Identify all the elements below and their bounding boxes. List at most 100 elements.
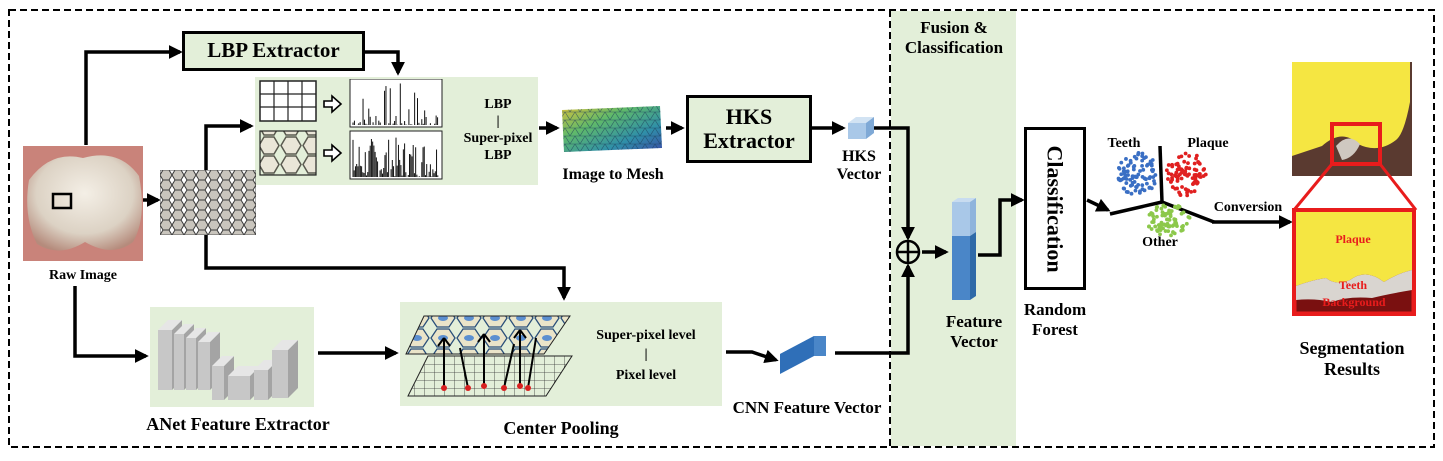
- scatter-point: [1142, 176, 1147, 181]
- scatter-point: [1136, 150, 1141, 155]
- scatter-point: [1178, 193, 1183, 198]
- anet-layer-block: [212, 366, 224, 400]
- scatter-point: [1175, 186, 1179, 191]
- scatter-point: [1183, 169, 1188, 174]
- scatter-point: [1189, 190, 1194, 194]
- scatter-point: [1121, 166, 1126, 171]
- scatter-point: [1133, 188, 1138, 193]
- mesh-image: [562, 106, 662, 152]
- hks-vector-cube: [848, 117, 874, 139]
- scatter-point: [1187, 172, 1191, 177]
- scatter-point: [1203, 172, 1208, 177]
- scatter-point: [1174, 170, 1179, 175]
- center-pooling-label: Center Pooling: [503, 418, 619, 438]
- anet-layer-block: [158, 330, 172, 390]
- scatter-point: [1141, 167, 1146, 172]
- scatter-point: [1140, 163, 1144, 168]
- scatter-point: [1179, 154, 1184, 159]
- scatter-point: [1165, 217, 1169, 222]
- scatter-point: [1151, 217, 1156, 222]
- scatter-point: [1132, 180, 1137, 184]
- scatter-point: [1124, 189, 1129, 194]
- scatter-point: [1152, 179, 1156, 183]
- superpixel-label: Super-pixel: [463, 131, 533, 146]
- scatter-point: [1116, 165, 1121, 170]
- scatter-point: [1126, 163, 1131, 168]
- lbp-panel-contents: [259, 79, 443, 180]
- scatter-point: [1195, 180, 1200, 185]
- scatter-point: [1158, 232, 1162, 237]
- scatter-point: [1166, 177, 1170, 181]
- superpixel-image: [160, 170, 256, 235]
- scatter-point: [1144, 181, 1149, 186]
- scatter-point: [1192, 161, 1197, 166]
- image-to-mesh-label: Image to Mesh: [562, 166, 664, 183]
- scatter-point: [1150, 211, 1155, 216]
- scatter-point: [1131, 167, 1136, 172]
- scatter-point: [1164, 168, 1169, 173]
- scatter-point: [1173, 204, 1177, 209]
- scatter-point: [1125, 169, 1130, 174]
- anet-layer-side: [288, 340, 298, 398]
- scatter-point: [1165, 211, 1169, 216]
- scatter-point: [1153, 224, 1158, 229]
- anet-layer-top: [228, 366, 260, 376]
- scatter-point: [1197, 172, 1202, 176]
- scatter-point: [1124, 157, 1128, 161]
- segmentation-zoom-image: [1292, 208, 1416, 316]
- lbp-extractor-box: LBP Extractor: [182, 31, 365, 71]
- scatter-point: [1140, 183, 1145, 188]
- scatter-point: [1163, 229, 1168, 233]
- hks-extractor-box: HKS Extractor: [686, 95, 812, 163]
- pooling-pixel-label: Pixel level: [615, 368, 677, 383]
- scatter-point: [1181, 210, 1186, 215]
- scatter-point: [1151, 168, 1156, 172]
- scatter-point: [1166, 229, 1171, 234]
- lbp-separator: |: [496, 114, 500, 129]
- scatter-point: [1185, 193, 1190, 198]
- scatter-point: [1184, 221, 1189, 226]
- scatter-point: [1170, 164, 1175, 169]
- scatter-point: [1157, 226, 1162, 230]
- scatter-point: [1128, 177, 1133, 182]
- scatter-point: [1191, 181, 1196, 186]
- plaque-class-label: Plaque: [1187, 136, 1229, 151]
- scatter-point: [1182, 159, 1187, 164]
- scatter-point: [1192, 173, 1197, 177]
- scatter-point: [1147, 185, 1152, 190]
- cnn-vector-bar: [780, 336, 826, 374]
- scatter-point: [1154, 205, 1159, 210]
- segmentation-results-label: Segmentation Results: [1299, 338, 1405, 379]
- anet-layer-top: [272, 340, 298, 350]
- class-scatter: [1109, 145, 1215, 238]
- scatter-point: [1170, 185, 1175, 189]
- scatter-point: [1129, 191, 1134, 196]
- other-class-label: Other: [1142, 235, 1178, 250]
- fusion-title: Fusion & Classification: [904, 18, 1004, 57]
- scatter-point: [1122, 186, 1127, 191]
- superpixel-lbp-label: LBP: [484, 148, 512, 163]
- scatter-point: [1126, 173, 1130, 177]
- feature-vector-bar: [952, 198, 976, 300]
- scatter-point: [1172, 217, 1177, 222]
- scatter-point: [1147, 176, 1152, 181]
- scatter-point: [1186, 161, 1190, 165]
- cnn-vector-label: CNN Feature Vector: [732, 398, 882, 417]
- scatter-point: [1133, 174, 1138, 179]
- anet-layer-block: [198, 342, 210, 390]
- anet-layer-top: [158, 320, 182, 330]
- anet-layer-block: [272, 350, 288, 398]
- anet-layer-block: [186, 338, 196, 390]
- scatter-point: [1119, 172, 1124, 177]
- fusion-plus: [895, 239, 921, 265]
- anet-layer-block: [228, 376, 250, 400]
- scatter-point: [1124, 181, 1129, 185]
- scatter-point: [1183, 187, 1188, 192]
- scatter-point: [1142, 188, 1147, 193]
- scatter-point: [1180, 185, 1184, 189]
- scatter-point: [1118, 178, 1123, 183]
- result-plaque-label: Plaque: [1335, 232, 1371, 246]
